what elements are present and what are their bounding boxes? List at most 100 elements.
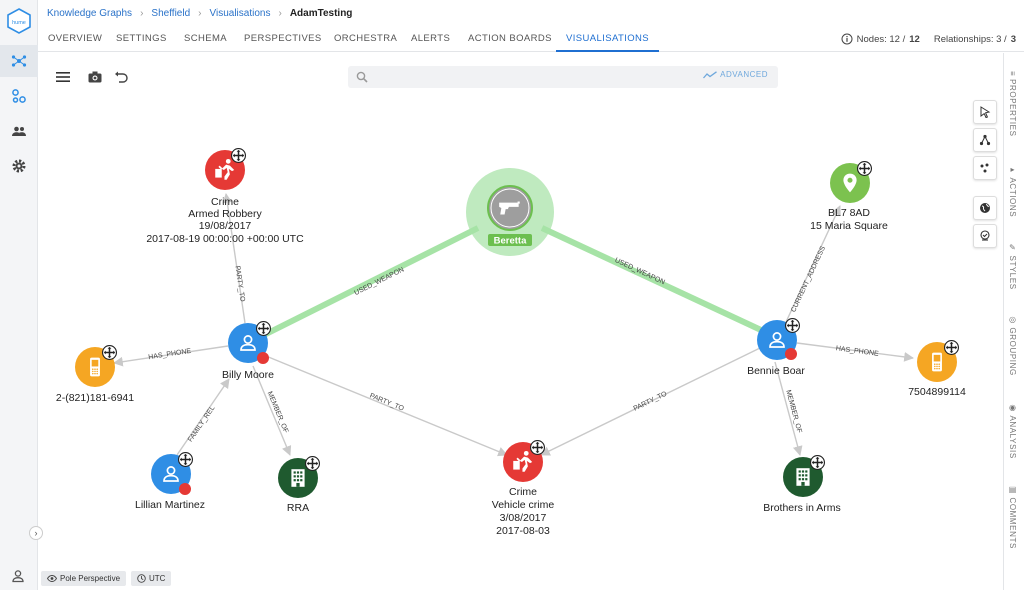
- breadcrumb-knowledge-graphs[interactable]: Knowledge Graphs: [47, 7, 133, 19]
- screenshot-button[interactable]: [85, 67, 105, 87]
- tab-visualisations[interactable]: VISUALISATIONS: [556, 26, 660, 52]
- users-icon: [12, 126, 26, 136]
- node-beretta[interactable]: Beretta: [487, 185, 533, 247]
- eye-icon: [47, 575, 57, 582]
- tab-overview[interactable]: OVERVIEW: [48, 33, 103, 44]
- undo-button[interactable]: [111, 67, 131, 87]
- edge-family-rel[interactable]: [176, 378, 230, 456]
- scatter-icon: [980, 163, 989, 173]
- node-label-line: Vehicle crime: [492, 499, 555, 511]
- node-lillian-martinez[interactable]: Lillian Martinez: [135, 452, 205, 511]
- tab-settings[interactable]: SETTINGS: [116, 33, 167, 44]
- tab-bar: OVERVIEW SETTINGS SCHEMA PERSPECTIVES OR…: [38, 26, 1024, 52]
- edge-label-used-weapon-2: USED_WEAPON: [613, 257, 665, 286]
- expand-node-icon[interactable]: [102, 345, 117, 360]
- node-label-line: 2017-08-03: [496, 525, 550, 537]
- tab-schema[interactable]: SCHEMA: [184, 33, 228, 44]
- right-tab-grouping[interactable]: ◎ GROUPING: [1008, 315, 1017, 376]
- edge-has-phone-2[interactable]: [796, 342, 914, 362]
- node-label-line: 3/08/2017: [500, 512, 547, 524]
- expand-node-icon[interactable]: [944, 340, 959, 355]
- node-label-line: Brothers in Arms: [763, 502, 841, 514]
- layout-tool-button[interactable]: [973, 128, 997, 152]
- advanced-search-button[interactable]: ADVANCED: [703, 70, 768, 79]
- rail-users-button[interactable]: [0, 115, 38, 147]
- breadcrumb-visualisations[interactable]: Visualisations: [209, 7, 271, 19]
- node-crime-vehicle[interactable]: Crime Vehicle crime 3/08/2017 2017-08-03: [492, 440, 555, 537]
- expand-node-icon[interactable]: [256, 321, 271, 336]
- validate-tool-button[interactable]: [973, 224, 997, 248]
- hamburger-icon: [56, 72, 70, 82]
- node-label-line: RRA: [287, 502, 309, 514]
- tab-action-boards[interactable]: ACTION BOARDS: [468, 33, 552, 44]
- tab-orchestra[interactable]: ORCHESTRA: [334, 33, 398, 44]
- rail-knowledge-graph-button[interactable]: [0, 45, 38, 77]
- expand-node-icon[interactable]: [530, 440, 545, 455]
- breadcrumb: Knowledge Graphs › Sheffield › Visualisa…: [47, 6, 352, 20]
- perspective-chip[interactable]: Pole Perspective: [41, 571, 127, 586]
- node-label-line: 19/08/2017: [199, 220, 252, 232]
- chevron-right-icon: ›: [198, 7, 202, 19]
- search-input[interactable]: [372, 69, 692, 85]
- node-phone-2[interactable]: 7504899114: [908, 340, 966, 398]
- phone-icon: [90, 357, 100, 377]
- building-icon: [796, 468, 810, 486]
- expand-node-icon[interactable]: [305, 456, 320, 471]
- svg-text:hume: hume: [12, 20, 26, 26]
- menu-button[interactable]: [53, 67, 73, 87]
- edge-party-to-2[interactable]: [265, 355, 508, 457]
- gear-icon: [12, 159, 26, 173]
- right-tab-analysis[interactable]: ◉ ANALYSIS: [1008, 403, 1017, 459]
- clock-icon: [137, 574, 146, 583]
- user-icon: [12, 570, 24, 583]
- edge-used-weapon-2[interactable]: [540, 225, 763, 333]
- expand-node-icon[interactable]: [785, 318, 800, 333]
- timezone-chip[interactable]: UTC: [131, 571, 172, 586]
- edge-party-to-3[interactable]: [540, 347, 761, 456]
- node-location[interactable]: BL7 8AD 15 Maria Square: [810, 161, 888, 232]
- expand-sidebar-button[interactable]: ›: [29, 526, 43, 540]
- node-crime-armed-robbery[interactable]: Crime Armed Robbery 19/08/2017 2017-08-1…: [146, 148, 304, 245]
- node-rra[interactable]: RRA: [278, 456, 320, 514]
- breadcrumb-current: AdamTesting: [289, 7, 353, 19]
- globe-icon: [980, 203, 990, 213]
- phone-icon: [932, 352, 942, 372]
- expand-node-icon[interactable]: [857, 161, 872, 176]
- rail-workflow-button[interactable]: [0, 80, 38, 112]
- right-tab-styles[interactable]: ✎ STYLES: [1008, 243, 1017, 290]
- edge-label-party-to-3: PARTY_TO: [633, 390, 669, 412]
- left-sidebar: hume: [0, 0, 38, 590]
- cluster-tool-button[interactable]: [973, 156, 997, 180]
- node-bennie-boar[interactable]: Bennie Boar: [747, 318, 805, 377]
- chevron-right-icon: ›: [278, 7, 282, 19]
- edge-label-has-phone-1: HAS_PHONE: [148, 348, 192, 361]
- timezone-label: UTC: [149, 574, 166, 583]
- select-tool-button[interactable]: [973, 100, 997, 124]
- expand-node-icon[interactable]: [810, 455, 825, 470]
- search-bar: ADVANCED: [348, 66, 778, 88]
- node-label-line: 2-(821)181-6941: [56, 392, 134, 404]
- right-tab-properties[interactable]: ≡ PROPERTIES: [1008, 71, 1017, 137]
- tab-perspectives[interactable]: PERSPECTIVES: [244, 33, 322, 44]
- right-tab-comments[interactable]: ▤ COMMENTS: [1008, 485, 1017, 549]
- relationships-count-total: 3: [1010, 33, 1016, 45]
- map-tool-button[interactable]: [973, 196, 997, 220]
- expand-node-icon[interactable]: [178, 452, 193, 467]
- rail-settings-button[interactable]: [0, 150, 38, 182]
- edge-has-phone-1[interactable]: [113, 345, 229, 367]
- expand-node-icon[interactable]: [231, 148, 246, 163]
- node-phone-1[interactable]: 2-(821)181-6941: [56, 345, 134, 404]
- info-icon: [841, 33, 853, 45]
- right-tab-actions[interactable]: ▸ ACTIONS: [1008, 165, 1017, 218]
- edge-label-party-to-1: PARTY_TO: [233, 265, 245, 302]
- tab-alerts[interactable]: ALERTS: [411, 33, 451, 44]
- edge-label-member-of-1: MEMBER_OF: [266, 391, 290, 435]
- user-profile-button[interactable]: [8, 566, 28, 586]
- node-brothers-in-arms[interactable]: Brothers in Arms: [763, 455, 841, 514]
- alert-dot: [257, 352, 269, 364]
- node-billy-moore[interactable]: Billy Moore: [222, 321, 274, 381]
- breadcrumb-sheffield[interactable]: Sheffield: [151, 7, 191, 19]
- hume-logo[interactable]: hume: [7, 8, 31, 34]
